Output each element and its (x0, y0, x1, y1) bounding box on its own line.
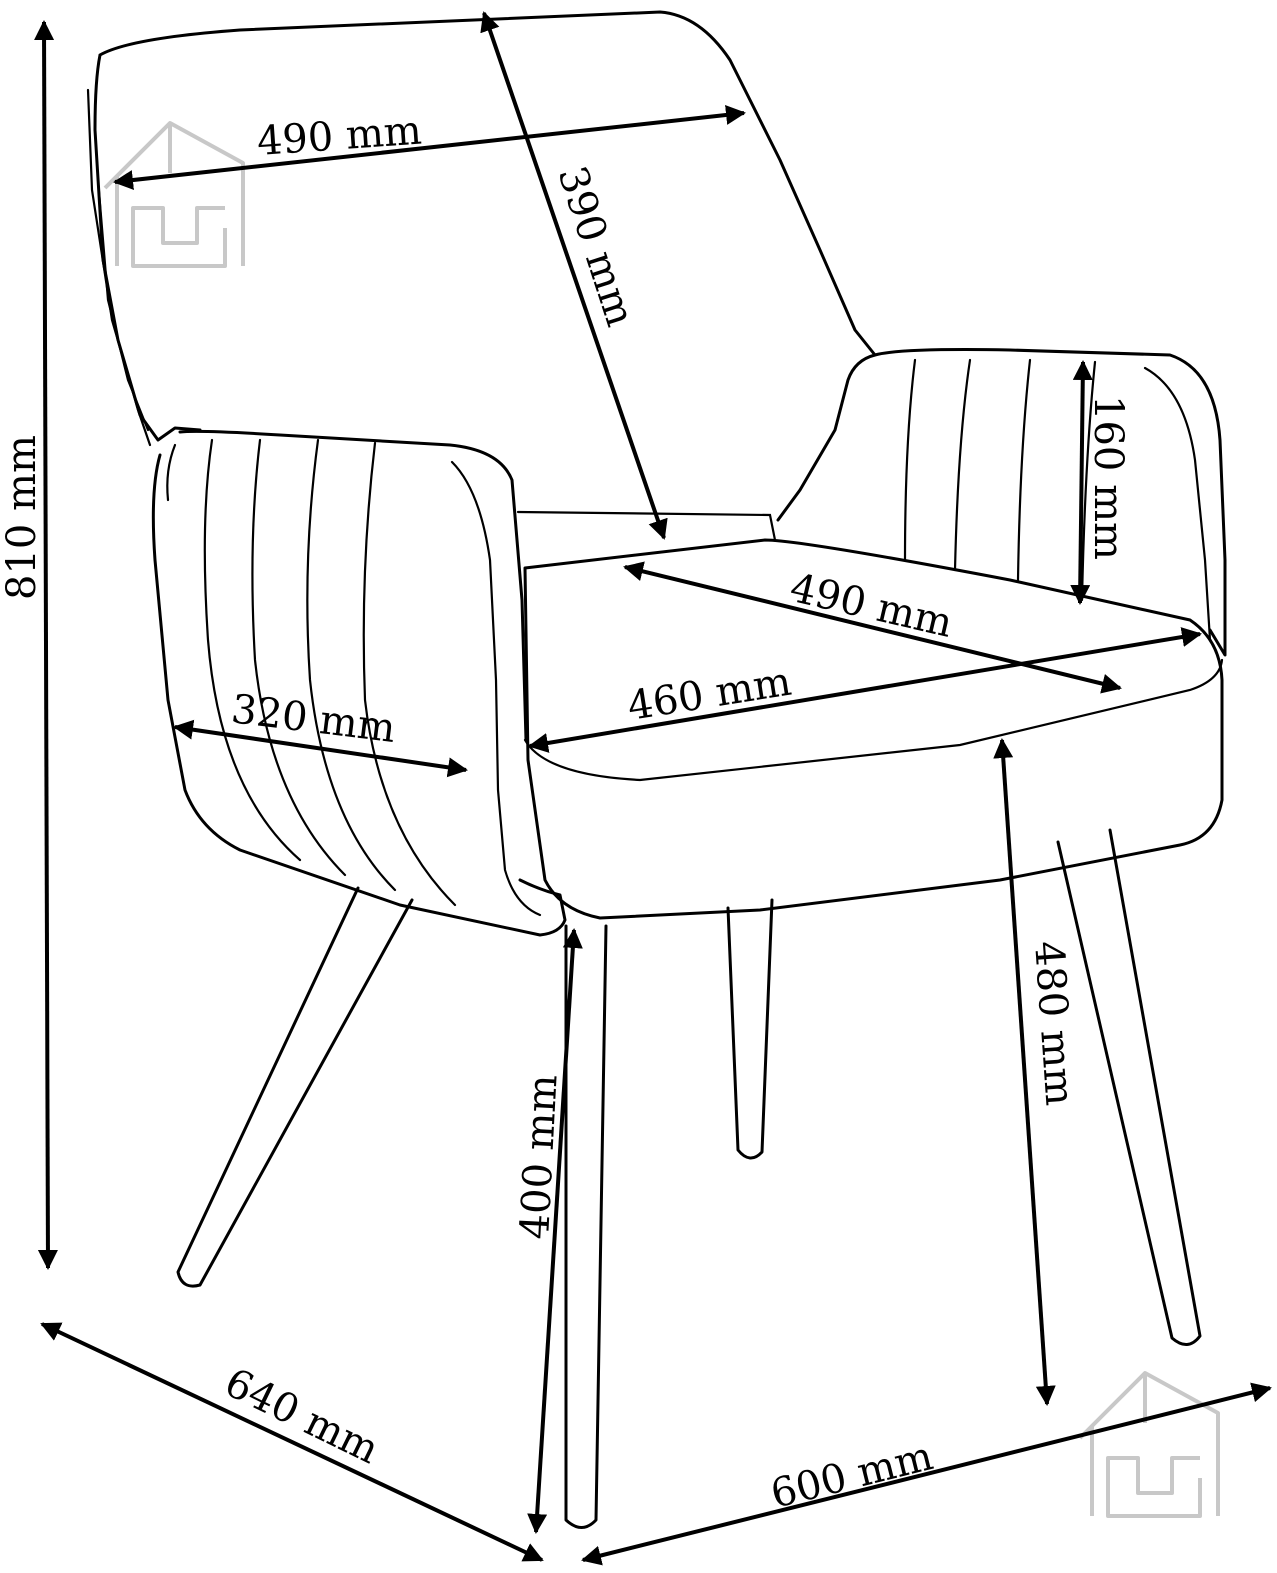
dim-line-armrest-length (173, 719, 468, 778)
house-sofa-watermark-icon (1078, 1371, 1220, 1518)
backrest (93, 10, 877, 442)
chair-drawing (86, 10, 1227, 1529)
dim-line-total-height (34, 20, 58, 1270)
house-sofa-watermark-icon (103, 121, 245, 268)
label-armrest-height: 160 mm (1085, 395, 1131, 560)
leg-back-right (726, 898, 774, 1160)
dim-line-backrest-width (113, 105, 746, 190)
leg-back-left (176, 886, 414, 1288)
arm-right (776, 348, 1227, 657)
dimension-lines (34, 11, 1272, 1566)
dim-line-seat-to-floor (993, 738, 1056, 1406)
label-seat-width: 460 mm (624, 659, 794, 730)
label-seat-depth: 490 mm (786, 565, 957, 647)
dim-line-backrest-height (480, 11, 668, 540)
label-total-height: 810 mm (0, 435, 45, 600)
seat-cushion (523, 538, 1224, 920)
dim-line-overall-depth (40, 1322, 544, 1562)
label-seat-to-floor: 480 mm (1025, 939, 1082, 1107)
label-overall-width: 600 mm (766, 1433, 937, 1518)
label-seat-height: 400 mm (512, 1073, 567, 1240)
dim-line-seat-width (528, 627, 1202, 753)
leg-front-left (564, 924, 608, 1529)
label-overall-depth: 640 mm (218, 1360, 386, 1474)
leg-front-right (1056, 828, 1202, 1346)
label-backrest-width: 490 mm (255, 108, 423, 165)
label-armrest-length: 320 mm (229, 686, 398, 752)
dim-line-overall-width (581, 1382, 1272, 1566)
